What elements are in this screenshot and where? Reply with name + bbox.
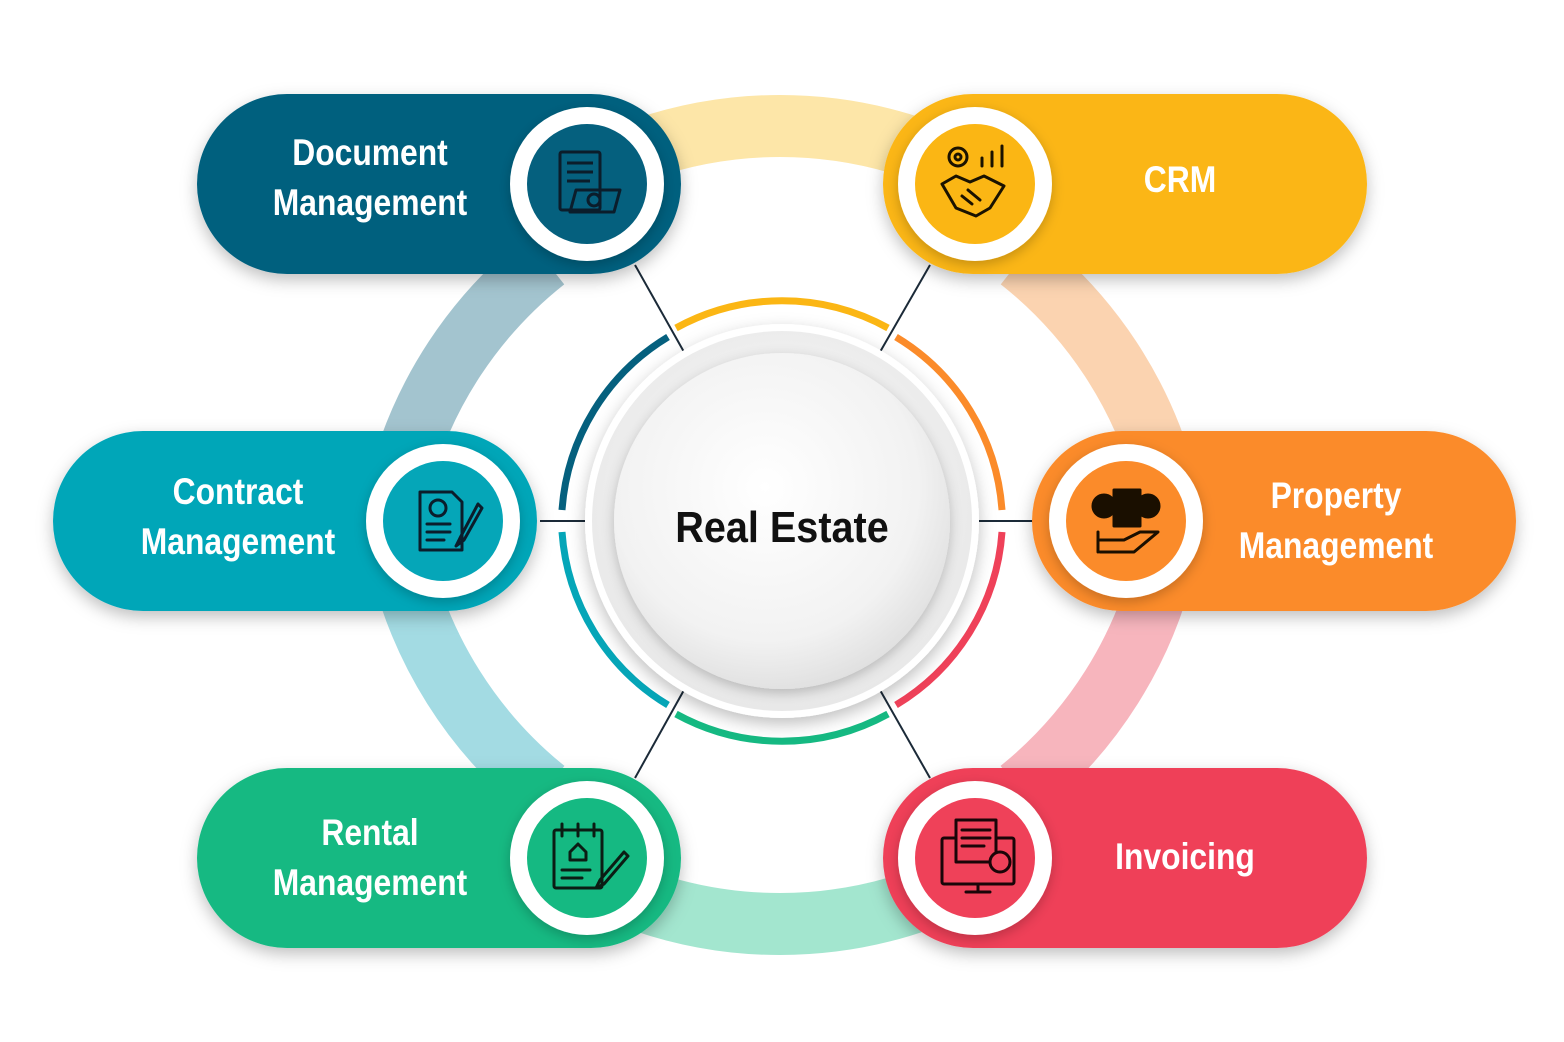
connector-crm — [879, 264, 931, 353]
node-invoicing[interactable] — [883, 768, 1367, 948]
inner-ring-arc-rental — [674, 710, 890, 745]
center-hub — [585, 324, 979, 718]
inner-ring-arc-contract — [558, 531, 670, 708]
center-title: Real Estate — [675, 503, 889, 552]
outer-ring-segment-bottom — [629, 870, 931, 955]
node-property-management[interactable] — [1032, 431, 1516, 611]
crm-line1: CRM — [1143, 159, 1217, 200]
notepad-house-pen-icon — [552, 822, 630, 890]
contract-management-line2: Management — [140, 521, 336, 562]
inner-ring-arc-crm — [674, 297, 890, 332]
document-folder-gear-icon — [558, 150, 622, 214]
monitor-invoice-dollar-icon — [940, 818, 1016, 894]
outer-ring-segment-top — [629, 95, 931, 180]
property-management-line2: Management — [1238, 525, 1434, 566]
building-gears-hand-icon — [1091, 488, 1161, 554]
connector-invoicing — [879, 689, 931, 779]
property-management-line1: Property — [1270, 475, 1402, 516]
contract-management-label: Contract Management — [109, 467, 367, 567]
document-management-line1: Document — [292, 132, 448, 173]
connector-document — [634, 264, 685, 353]
contract-management-line1: Contract — [172, 471, 304, 512]
node-crm[interactable] — [883, 94, 1367, 274]
invoicing-line1: Invoicing — [1115, 836, 1255, 877]
rental-management-label: Rental Management — [241, 808, 499, 908]
rental-management-line2: Management — [272, 862, 468, 903]
document-management-line2: Management — [272, 182, 468, 223]
handshake-gear-chart-icon — [940, 144, 1006, 218]
node-document-management[interactable] — [197, 94, 681, 274]
inner-ring-arc-property — [894, 334, 1006, 511]
crm-label: CRM — [1077, 155, 1283, 205]
node-rental-management[interactable] — [197, 768, 681, 948]
connector-lines — [540, 264, 1035, 779]
property-management-label: Property Management — [1207, 471, 1465, 571]
connector-rental — [634, 689, 685, 779]
contract-dollar-pen-icon — [418, 490, 484, 552]
document-management-label: Document Management — [241, 128, 499, 228]
inner-ring-arc-document — [558, 334, 670, 511]
inner-color-ring — [558, 297, 1006, 745]
node-contract-management[interactable] — [53, 431, 537, 611]
rental-management-line1: Rental — [321, 812, 419, 853]
inner-ring-arc-invoicing — [894, 531, 1006, 708]
invoicing-label: Invoicing — [1078, 832, 1293, 882]
